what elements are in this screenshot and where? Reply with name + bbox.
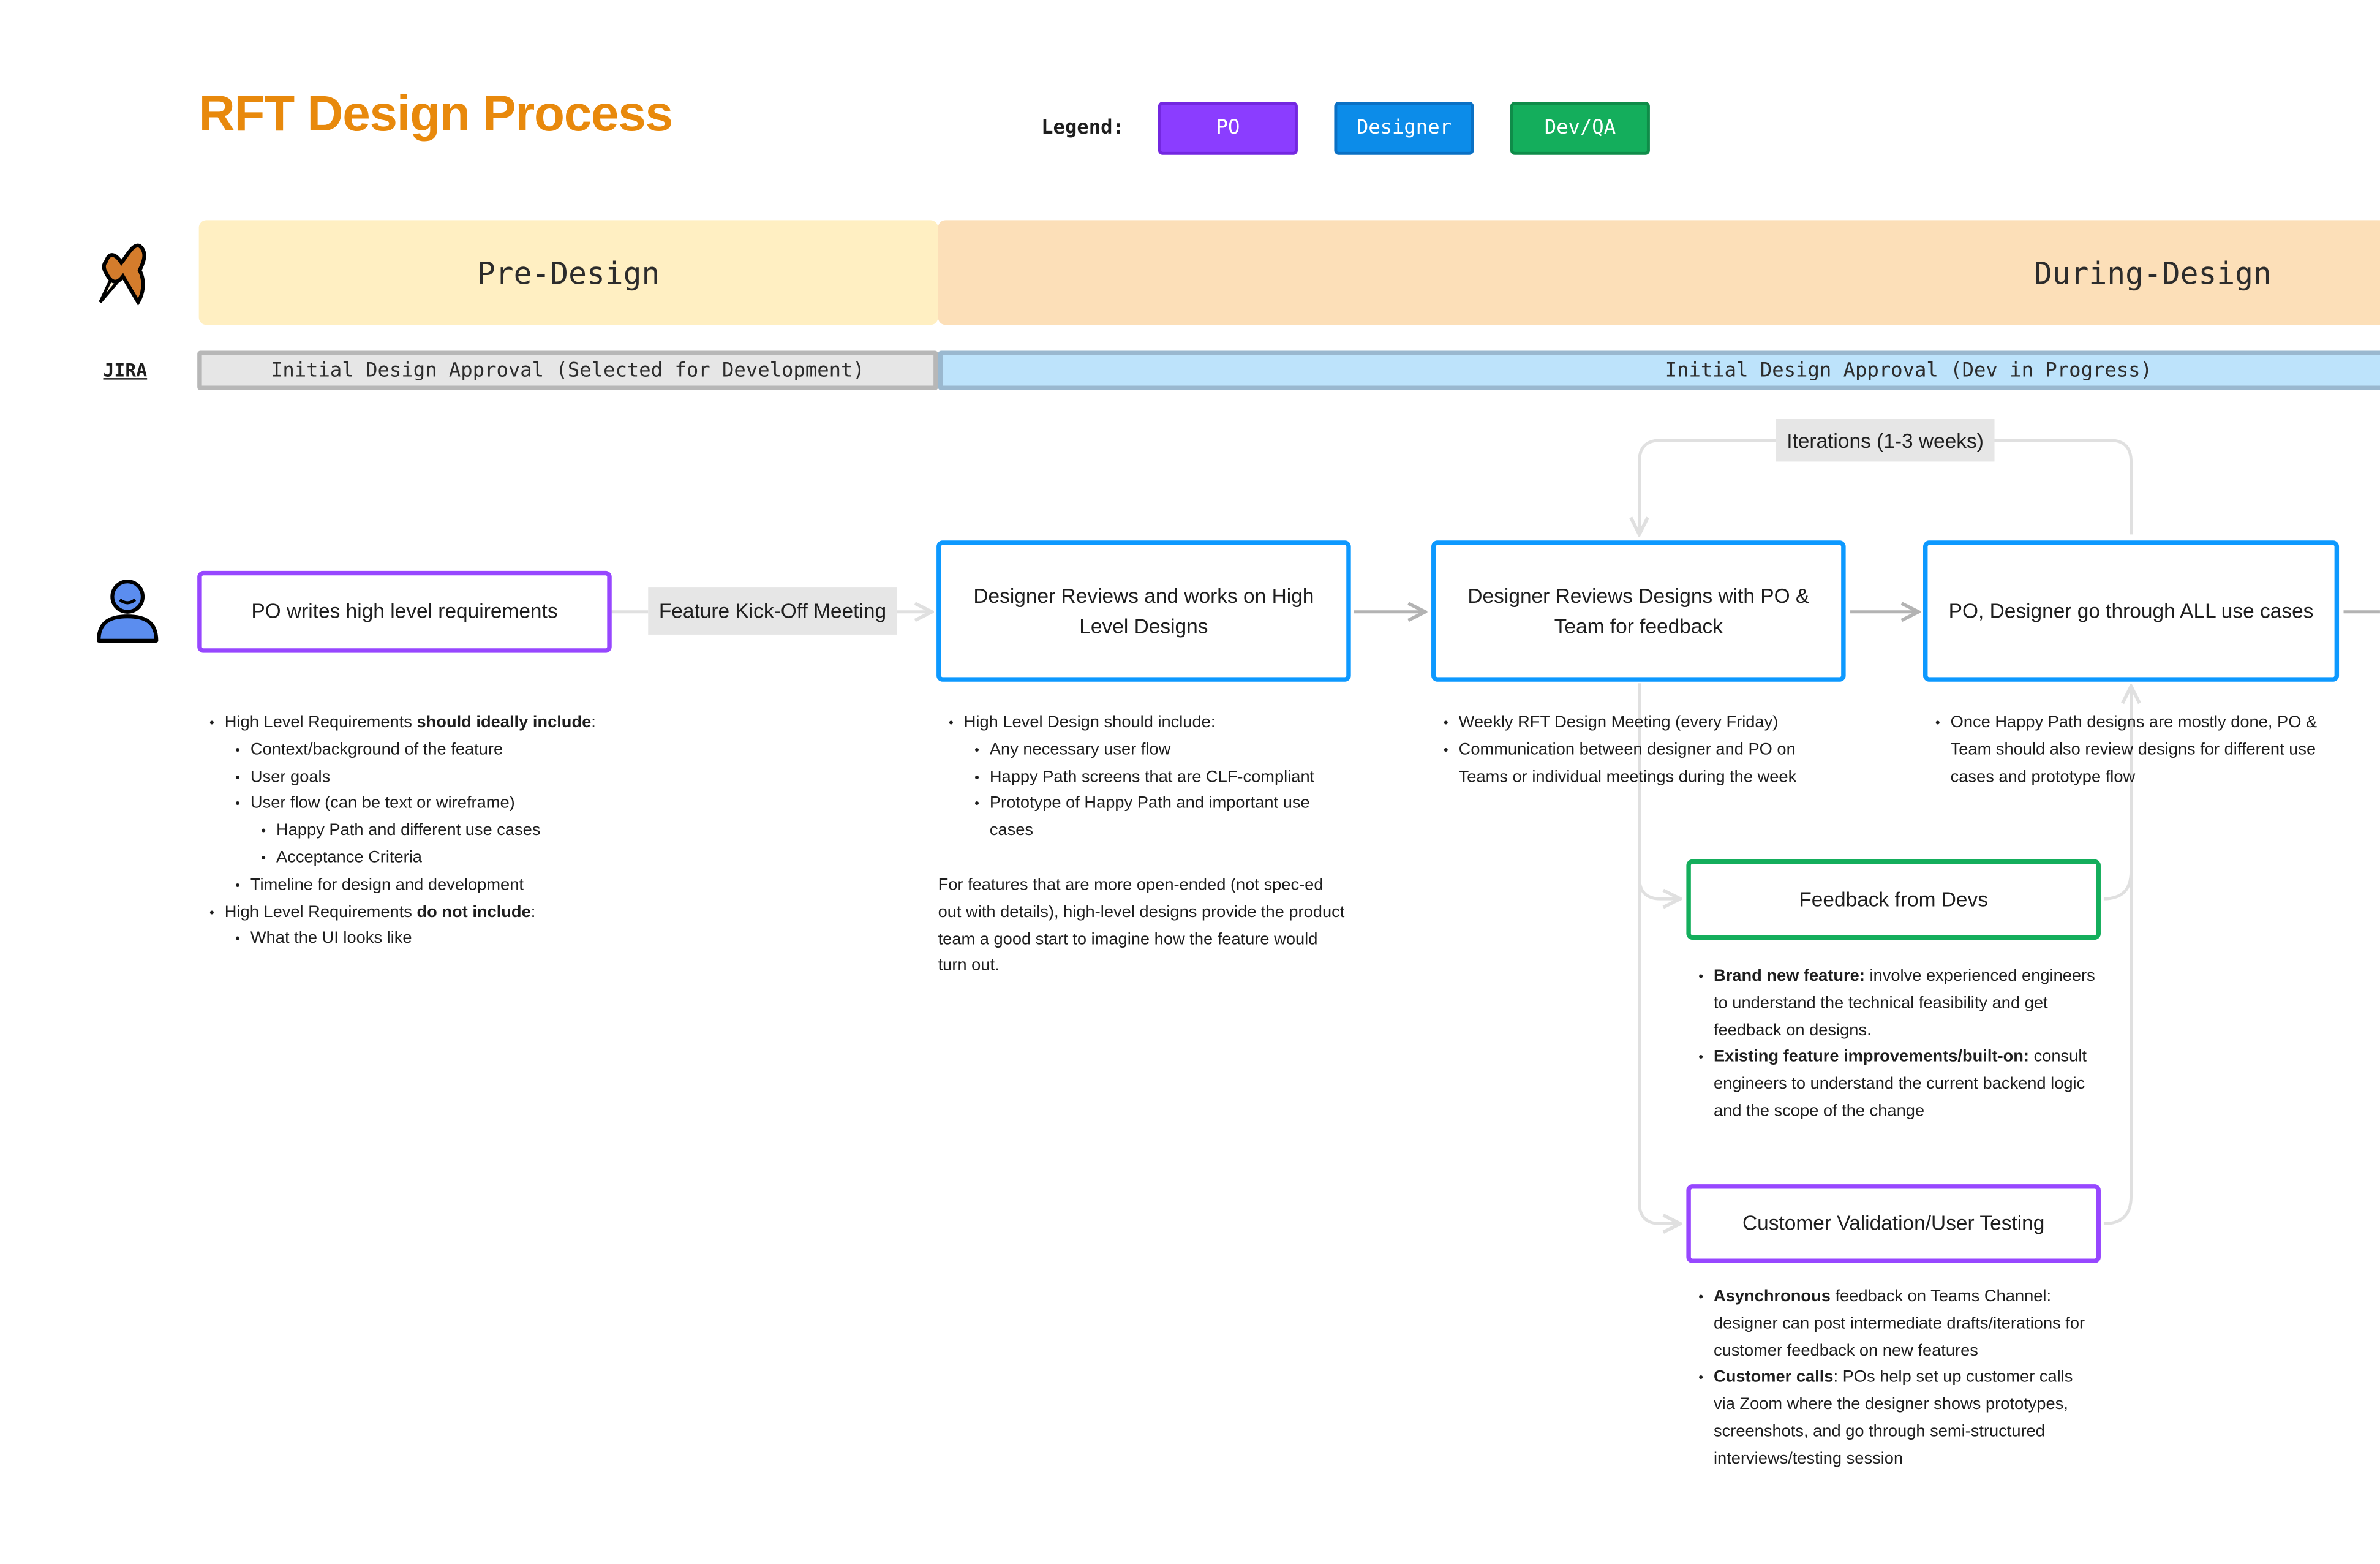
note-text: consult engineers to understand the curr…: [1714, 1048, 2087, 1120]
label-kickoff-meeting: Feature Kick-Off Meeting: [648, 587, 897, 635]
legend-label: Legend:: [1041, 116, 1124, 140]
notes-review: Weekly RFT Design Meeting (every Friday)…: [1433, 711, 1820, 791]
notes-customer: Asynchronous feedback on Teams Channel: …: [1688, 1285, 2085, 1474]
note-bold: Customer calls: [1714, 1368, 1834, 1387]
list-item: Brand new feature: involve experienced e…: [1698, 964, 2101, 1045]
legend-devqa: Dev/QA: [1510, 102, 1650, 155]
note-bold: Existing feature improvements/built-on:: [1714, 1048, 2030, 1067]
pen-icon: [99, 243, 146, 306]
list-item: What the UI looks like: [235, 927, 654, 954]
page-title: RFT Design Process: [198, 85, 673, 142]
phase-during-design: During-Design: [938, 220, 2380, 325]
list-item: High Level Design should include: Any ne…: [949, 711, 1351, 846]
jira-status-selected: Initial Design Approval (Selected for De…: [197, 350, 938, 390]
note-bold: Brand new feature:: [1714, 967, 1865, 986]
note-text: :: [530, 902, 536, 921]
list-item: Happy Path and different use cases: [261, 818, 654, 845]
phase-pre-design: Pre-Design: [198, 220, 938, 325]
note-bold: Asynchronous: [1714, 1287, 1831, 1306]
note-text: : POs help set up customer calls via Zoo…: [1714, 1368, 2073, 1468]
list-item: Timeline for design and development: [235, 872, 654, 899]
jira-label: JIRA: [103, 360, 148, 382]
note-text: High Level Requirements: [224, 713, 417, 732]
notes-design: High Level Design should include: Any ne…: [938, 711, 1351, 981]
list-item: Communication between designer and PO on…: [1444, 738, 1820, 791]
note-paragraph: For features that are more open-ended (n…: [938, 875, 1345, 975]
notes-devs: Brand new feature: involve experienced e…: [1688, 964, 2101, 1127]
label-iterations: Iterations (1-3 weeks): [1776, 419, 1995, 462]
jira-status-in-progress: Initial Design Approval (Dev in Progress…: [938, 350, 2380, 390]
list-item: User goals: [235, 765, 654, 791]
list-item: Asynchronous feedback on Teams Channel: …: [1698, 1285, 2085, 1366]
note-text: High Level Requirements: [224, 902, 417, 921]
list-item: Acceptance Criteria: [261, 845, 654, 872]
arrow-customer-return: [2103, 871, 2133, 1225]
list-item: User flow (can be text or wireframe): [235, 791, 654, 818]
arrow-to-customer-validation: [1638, 877, 1681, 1223]
node-use-cases: PO, Designer go through ALL use cases: [1923, 540, 2340, 682]
node-customer-validation: Customer Validation/User Testing: [1686, 1184, 2101, 1263]
notes-requirements: High Level Requirements should ideally i…: [199, 711, 654, 954]
person-icon: [96, 580, 159, 643]
note-text: feedback on Teams Channel: designer can …: [1714, 1287, 2085, 1360]
notes-use-cases: Once Happy Path designs are mostly done,…: [1924, 711, 2342, 791]
list-item: Once Happy Path designs are mostly done,…: [1935, 711, 2342, 791]
note-bold: do not include: [416, 902, 531, 921]
list-item: Weekly RFT Design Meeting (every Friday): [1444, 711, 1820, 738]
legend-po: PO: [1158, 102, 1298, 155]
note-bold: should ideally include: [416, 713, 592, 732]
node-po-requirements: PO writes high level requirements: [197, 570, 612, 653]
node-designer-reviews: Designer Reviews and works on High Level…: [936, 540, 1351, 682]
note-text: High Level Design should include:: [963, 713, 1216, 732]
list-item: Any necessary user flow: [974, 738, 1351, 765]
sublist: Happy Path and different use cases Accep…: [250, 818, 654, 872]
list-item: Existing feature improvements/built-on: …: [1698, 1045, 2101, 1126]
list-item: Context/background of the feature: [235, 738, 654, 765]
legend-designer: Designer: [1334, 102, 1474, 155]
note-text: :: [591, 713, 596, 732]
node-review-with-po: Designer Reviews Designs with PO & Team …: [1431, 540, 1846, 682]
list-item: Customer calls: POs help set up customer…: [1698, 1366, 2085, 1473]
node-feedback-devs: Feedback from Devs: [1686, 859, 2101, 940]
note-text: involve experienced engineers to underst…: [1714, 967, 2095, 1040]
list-item: Happy Path screens that are CLF-complian…: [974, 765, 1351, 791]
list-item: Prototype of Happy Path and important us…: [974, 791, 1351, 845]
